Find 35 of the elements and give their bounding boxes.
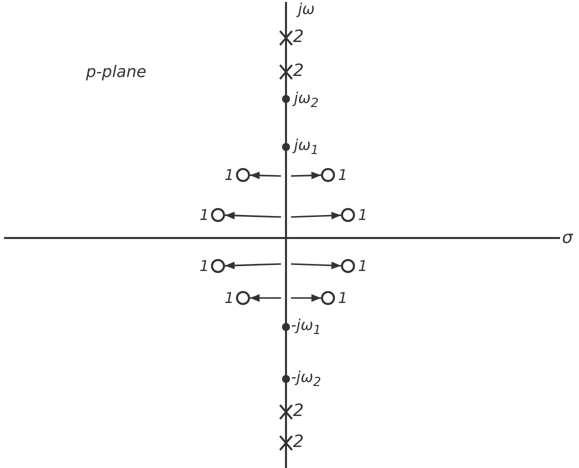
arrow: [250, 172, 282, 180]
arrow: [291, 294, 321, 302]
axis-label: jω$_{1}$: [294, 137, 319, 157]
arrow: [224, 262, 282, 270]
multiplicity-label: 1: [199, 207, 209, 223]
multiplicity-label: 1: [358, 258, 368, 274]
zero-circle: [211, 208, 225, 222]
multiplicity-label: 1: [224, 290, 234, 306]
multiplicity-label: 1: [338, 290, 348, 306]
multiplicity-label: 1: [358, 207, 368, 223]
zero-circle: [236, 168, 250, 182]
axis-label: 2: [293, 28, 304, 47]
axis-label: 2: [293, 62, 304, 81]
zero-circle: [321, 168, 335, 182]
axis-label: p-plane: [86, 63, 146, 81]
zero-circle: [321, 291, 335, 305]
arrow: [250, 294, 281, 302]
axis-label: -jω$_{1}$: [291, 317, 322, 337]
arrow: [290, 212, 342, 220]
arrow: [290, 262, 342, 270]
arrow: [224, 212, 282, 220]
multiplicity-label: 1: [224, 167, 234, 183]
zero-circle: [341, 208, 355, 222]
zero-circle: [211, 259, 225, 273]
arrow: [290, 172, 322, 180]
zero-circle: [341, 259, 355, 273]
multiplicity-label: 1: [338, 167, 348, 183]
zero-circle: [236, 291, 250, 305]
axis-label: 2: [293, 433, 304, 452]
axis-label: jω$_{2}$: [294, 90, 319, 110]
axis-label: jω: [298, 1, 315, 18]
axis-label: σ: [562, 229, 573, 248]
axis-label: 2: [293, 402, 304, 421]
multiplicity-label: 1: [199, 258, 209, 274]
axis-label: -jω$_{2}$: [291, 369, 322, 389]
